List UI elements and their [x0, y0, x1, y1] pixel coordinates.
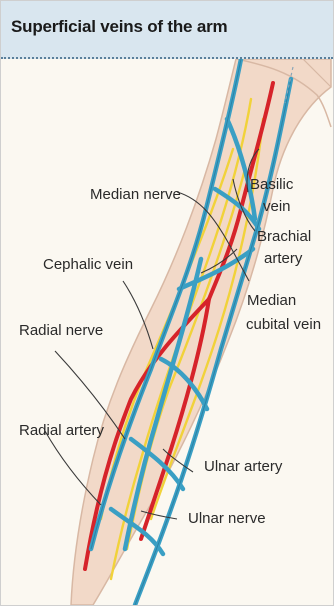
title-bar: Superficial veins of the arm	[1, 1, 333, 59]
label-cephalic-vein: Cephalic vein	[43, 255, 133, 275]
label-ulnar-nerve: Ulnar nerve	[188, 509, 266, 529]
label-median-nerve: Median nerve	[90, 185, 181, 205]
label-brachial-artery-1: Brachial	[257, 227, 311, 247]
label-radial-nerve: Radial nerve	[19, 321, 103, 341]
label-basilic-vein-2: vein	[263, 197, 291, 217]
label-basilic-vein-1: Basilic	[250, 175, 293, 195]
label-radial-artery: Radial artery	[19, 421, 104, 441]
label-median-cubital-vein-1: Median	[247, 291, 296, 311]
label-ulnar-artery: Ulnar artery	[204, 457, 282, 477]
diagram-title: Superficial veins of the arm	[11, 17, 227, 37]
label-median-cubital-vein-2: cubital vein	[246, 315, 321, 335]
label-brachial-artery-2: artery	[264, 249, 302, 269]
